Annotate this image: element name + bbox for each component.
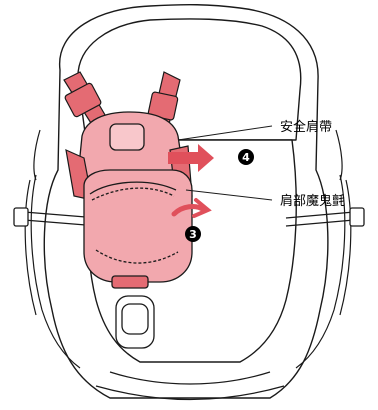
shoulder-pad-label: 肩部魔鬼氈 xyxy=(280,193,345,209)
step-4-badge: 4 xyxy=(238,149,254,165)
step-4-number: 4 xyxy=(242,151,250,164)
crotch-buckle xyxy=(116,296,154,348)
step-3-badge: 3 xyxy=(185,226,201,242)
shoulder-pad-front xyxy=(84,170,192,288)
step-3-number: 3 xyxy=(189,228,197,241)
harness-strap-label: 安全肩帶 xyxy=(280,119,332,135)
